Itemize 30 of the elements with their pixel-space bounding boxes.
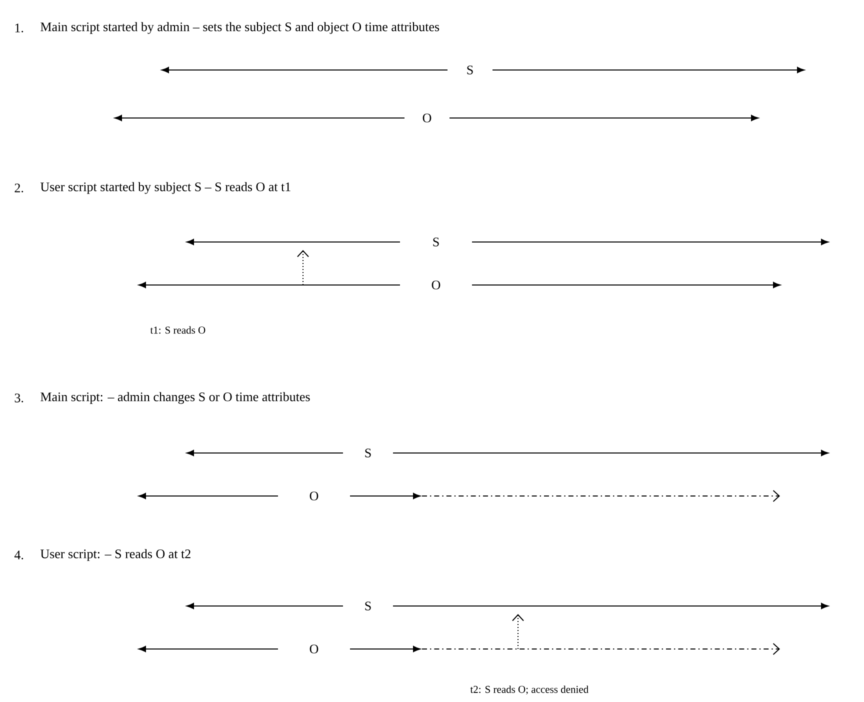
timeline: O [114, 114, 759, 122]
node-label: O [310, 492, 318, 500]
node-label: S [365, 448, 371, 458]
timeline: S [186, 238, 829, 246]
node-label: S [467, 66, 473, 74]
step-text: User script started by subject S – S reads O at t1 [40, 182, 290, 194]
event-note: t2: S reads O; access denied [470, 686, 588, 694]
timeline: O [138, 492, 421, 500]
access-arrow [512, 614, 524, 650]
timeline: O [138, 280, 781, 290]
timeline: O [138, 644, 421, 654]
event-note: t1: S reads O [150, 326, 206, 334]
access-arrow [297, 250, 309, 286]
node-label: S [365, 602, 371, 610]
step-number: 1. [15, 24, 24, 32]
node-label: O [432, 280, 440, 290]
timeline: S [162, 66, 805, 74]
node-label: S [433, 238, 439, 246]
timeline: S [186, 602, 829, 610]
step-number: 2. [14, 184, 24, 192]
extension-arrow [422, 643, 780, 655]
node-label: O [310, 644, 318, 654]
step-text: Main script: – admin changes S or O time attributes [40, 392, 310, 404]
timeline: S [186, 448, 829, 458]
node-label: O [422, 114, 432, 122]
step-number: 3. [14, 394, 24, 402]
step-number: 4. [14, 550, 24, 560]
step-text: User script: – S reads O at t2 [40, 549, 190, 561]
extension-arrow [422, 490, 780, 502]
step-text: Main script started by admin – sets the subject S and object O time attributes [40, 22, 440, 34]
